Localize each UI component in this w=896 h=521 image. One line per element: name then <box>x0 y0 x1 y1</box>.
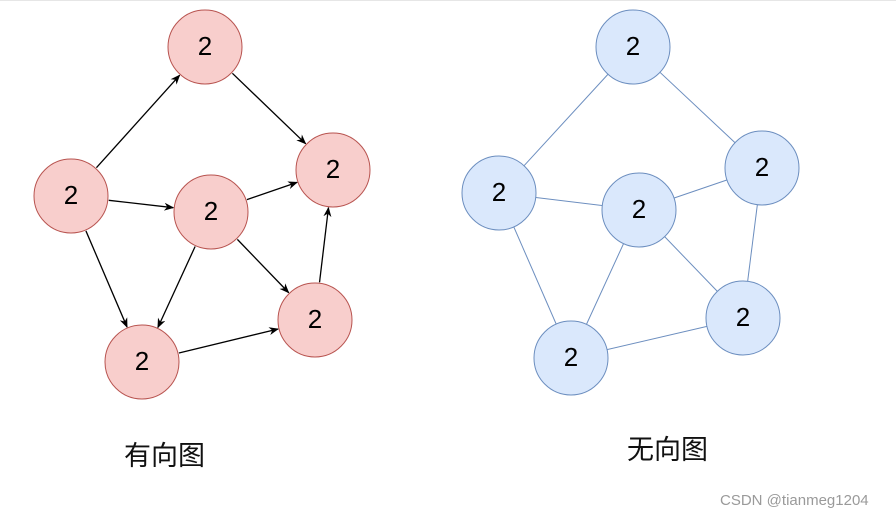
csdn-watermark: CSDN @tianmeg1204 <box>720 492 869 509</box>
directed-node-label: 2 <box>135 346 149 376</box>
directed-node-d3: 2 <box>295 132 371 208</box>
directed-graph-caption: 有向图 <box>124 441 205 472</box>
top-rule <box>0 0 896 1</box>
directed-node-circle <box>33 158 109 234</box>
directed-node-label: 2 <box>198 31 212 61</box>
undirected-node-circle <box>461 155 537 231</box>
directed-edge-d4-d5 <box>236 238 290 294</box>
directed-node-label: 2 <box>308 304 322 334</box>
directed-node-circle <box>104 324 180 400</box>
directed-edge-d1-d3 <box>231 72 307 145</box>
undirected-node-label: 2 <box>564 342 578 372</box>
directed-edge-d4-d6 <box>157 246 196 329</box>
directed-node-circle <box>173 174 249 250</box>
undirected-node-label: 2 <box>626 31 640 61</box>
directed-node-d4: 2 <box>173 174 249 250</box>
undirected-node-label: 2 <box>492 177 506 207</box>
directed-edge-d6-d5 <box>178 327 280 354</box>
undirected-node-circle <box>724 130 800 206</box>
directed-edge-d4-d3 <box>246 181 299 201</box>
undirected-node-u3: 2 <box>724 130 800 206</box>
directed-node-label: 2 <box>326 154 340 184</box>
directed-node-label: 2 <box>64 180 78 210</box>
directed-node-d2: 2 <box>33 158 109 234</box>
directed-node-d5: 2 <box>277 282 353 358</box>
directed-edge-d2-d4 <box>108 199 175 211</box>
undirected-graph-caption: 无向图 <box>627 435 708 466</box>
undirected-graph: 2 2 2 2 2 2 <box>461 9 800 396</box>
directed-edge-d2-d1 <box>95 74 181 169</box>
directed-node-circle <box>167 9 243 85</box>
directed-nodes: 2 2 2 2 2 2 <box>33 9 371 400</box>
undirected-nodes: 2 2 2 2 2 2 <box>461 9 800 396</box>
directed-node-circle <box>277 282 353 358</box>
undirected-node-label: 2 <box>736 302 750 332</box>
undirected-node-u2: 2 <box>461 155 537 231</box>
undirected-node-label: 2 <box>632 194 646 224</box>
undirected-node-u4: 2 <box>601 172 677 248</box>
directed-node-circle <box>295 132 371 208</box>
undirected-node-u5: 2 <box>705 280 781 356</box>
undirected-node-circle <box>601 172 677 248</box>
undirected-node-label: 2 <box>755 152 769 182</box>
undirected-node-circle <box>705 280 781 356</box>
directed-edge-d2-d6 <box>85 230 128 328</box>
undirected-node-circle <box>533 320 609 396</box>
directed-edge-d5-d3 <box>318 206 332 283</box>
directed-node-d1: 2 <box>167 9 243 85</box>
directed-graph: 2 2 2 2 2 2 <box>33 9 371 400</box>
undirected-node-u6: 2 <box>533 320 609 396</box>
directed-node-label: 2 <box>204 196 218 226</box>
undirected-node-circle <box>595 9 671 85</box>
directed-node-d6: 2 <box>104 324 180 400</box>
directed-edges <box>85 72 332 354</box>
undirected-node-u1: 2 <box>595 9 671 85</box>
